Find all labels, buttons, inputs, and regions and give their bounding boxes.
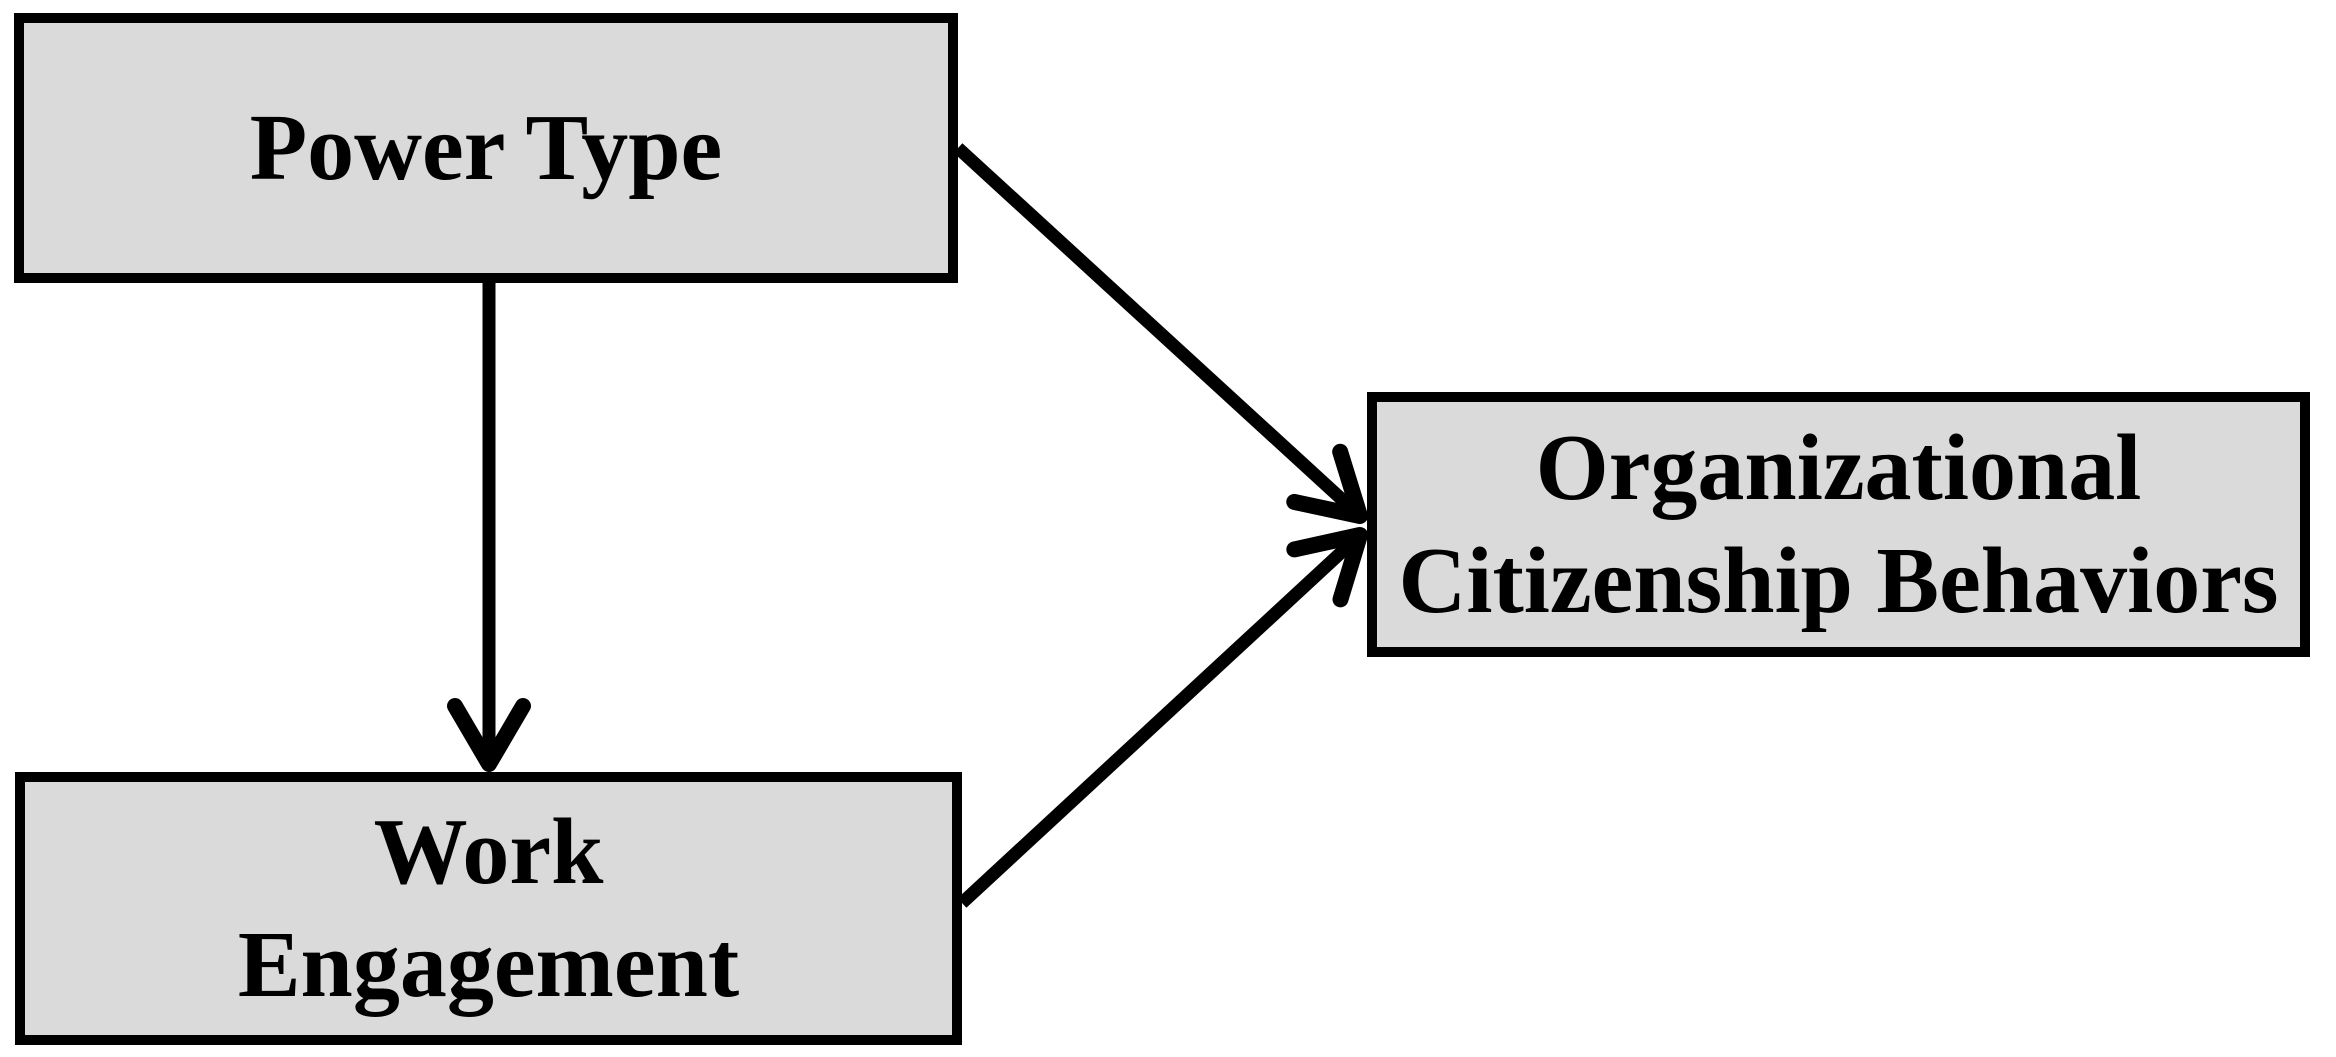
- node-organizational-citizenship-behaviors: Organizational Citizenship Behaviors: [1367, 392, 2310, 657]
- node-power-type-label: Power Type: [249, 95, 723, 200]
- node-work-engagement-label: Work Engagement: [237, 799, 740, 1017]
- arrow-power-type-to-ocb: [953, 143, 1368, 524]
- node-work-engagement: Work Engagement: [15, 772, 962, 1045]
- node-power-type: Power Type: [14, 13, 958, 283]
- arrow-work-engagement-to-ocb: [957, 527, 1368, 908]
- node-organizational-citizenship-behaviors-label: Organizational Citizenship Behaviors: [1398, 415, 2279, 633]
